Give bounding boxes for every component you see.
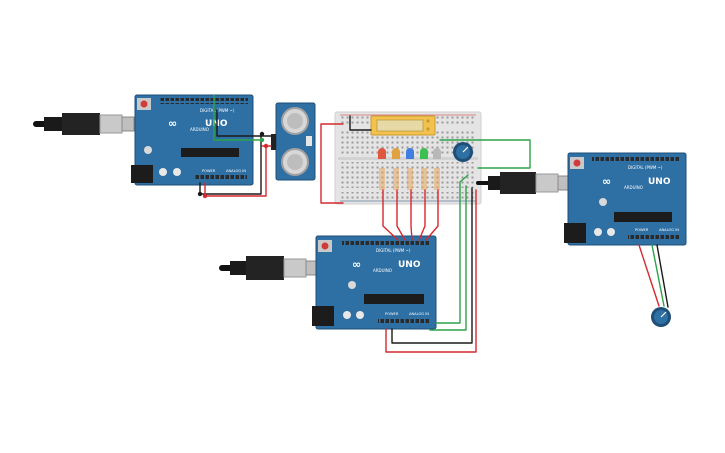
usb-cable-3[interactable] xyxy=(476,172,571,194)
wire-green-a2-analog-2[interactable] xyxy=(429,185,467,331)
wire-led-5[interactable] xyxy=(425,189,439,241)
led-red[interactable] xyxy=(378,148,386,190)
wire-led-3[interactable] xyxy=(410,189,413,241)
wire-black-a1-gnd[interactable] xyxy=(199,133,262,195)
arduino-uno-board-2[interactable]: ∞ UNO ARDUINO DIGITAL (PWM ~) POWER ANAL… xyxy=(312,235,437,330)
wire-red-pot[interactable] xyxy=(638,244,660,307)
analog-label: ANALOG IN xyxy=(659,228,679,232)
wire-black-a1-sensor[interactable] xyxy=(216,109,272,137)
usb-cable-2[interactable] xyxy=(219,256,319,280)
wire-red-a1-5v[interactable] xyxy=(204,145,267,197)
power-jack xyxy=(312,306,334,326)
board-model-label: UNO xyxy=(648,177,671,187)
led-green[interactable] xyxy=(420,148,428,190)
power-jack xyxy=(564,223,586,243)
wire-red-a2-5v[interactable] xyxy=(385,189,477,353)
wire-led-2[interactable] xyxy=(396,189,406,241)
led-orange[interactable] xyxy=(392,148,400,190)
board-brand-label: ARDUINO xyxy=(190,127,209,132)
board-brand-label: ARDUINO xyxy=(624,185,643,190)
analog-label: ANALOG IN xyxy=(409,312,429,316)
wire-green-pot[interactable] xyxy=(651,244,665,307)
usb-cable-1[interactable] xyxy=(33,113,135,135)
infinity-logo-icon: ∞ xyxy=(168,117,177,130)
wire-black-a2-gnd[interactable] xyxy=(391,187,473,344)
infinity-logo-icon: ∞ xyxy=(352,258,361,271)
board-brand-label: ARDUINO xyxy=(373,268,392,273)
power-label: POWER xyxy=(202,169,216,173)
wire-red-rail[interactable] xyxy=(320,123,344,204)
arduino-uno-board-3[interactable]: ∞ UNO ARDUINO DIGITAL (PWM ~) POWER ANAL… xyxy=(564,152,687,246)
potentiometer-breadboard[interactable] xyxy=(453,142,473,162)
digital-label: DIGITAL (PWM ~) xyxy=(628,165,663,170)
infinity-logo-icon: ∞ xyxy=(602,175,611,188)
lcd-display[interactable] xyxy=(370,115,436,136)
wire-led-1[interactable] xyxy=(382,189,399,241)
wire-black-pot[interactable] xyxy=(656,244,669,308)
ultrasonic-sensor[interactable] xyxy=(271,102,316,181)
wire-green-right[interactable] xyxy=(439,139,531,169)
board-model-label: UNO xyxy=(398,260,421,270)
arduino-uno-board-1[interactable]: ∞ UNO ARDUINO DIGITAL (PWM ~) POWER ANAL… xyxy=(131,94,254,186)
potentiometer-standalone[interactable] xyxy=(651,307,671,327)
wire-led-4[interactable] xyxy=(418,189,426,241)
power-label: POWER xyxy=(385,312,399,316)
led-blue[interactable] xyxy=(406,148,414,190)
power-label: POWER xyxy=(635,228,649,232)
led-row xyxy=(378,148,441,190)
led-white[interactable] xyxy=(433,148,441,190)
digital-label: DIGITAL (PWM ~) xyxy=(376,248,411,253)
wire-green-a1-sensor[interactable] xyxy=(213,94,263,141)
wire-black-lcd[interactable] xyxy=(349,115,372,131)
power-jack xyxy=(131,165,153,183)
wire-green-a2-analog[interactable] xyxy=(435,174,469,324)
analog-label: ANALOG IN xyxy=(226,169,246,173)
wires xyxy=(197,94,669,353)
